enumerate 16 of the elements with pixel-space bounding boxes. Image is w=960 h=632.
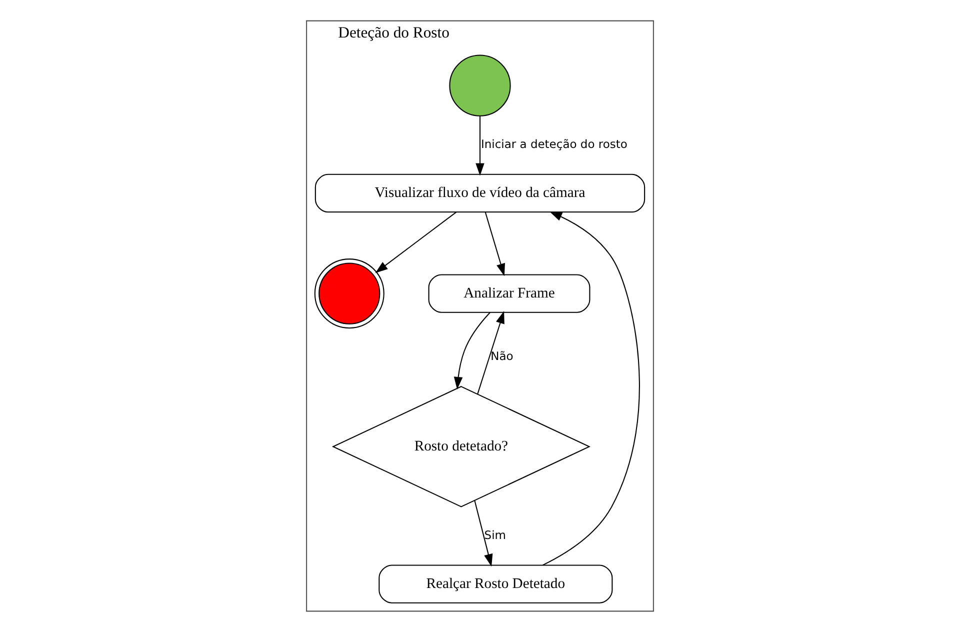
node-circle (449, 54, 511, 116)
node-box: Realçar Rosto Detetado (378, 564, 613, 604)
arrow (375, 212, 457, 274)
node-circle (314, 258, 384, 329)
node-diamond: Rosto detetado? (332, 386, 590, 508)
arrow (484, 212, 505, 276)
arrow (474, 500, 493, 567)
edge-label: Não (490, 349, 514, 364)
arrow (454, 312, 490, 390)
arrow (476, 116, 484, 176)
edge-label: Sim (484, 528, 506, 542)
node-box: Analizar Frame (428, 274, 590, 313)
arrow (477, 310, 504, 394)
edge-label: Iniciar a deteção do rosto (480, 137, 628, 152)
arrow (542, 212, 640, 566)
node-box: Visualizar fluxo de vídeo da câmara (314, 174, 646, 213)
